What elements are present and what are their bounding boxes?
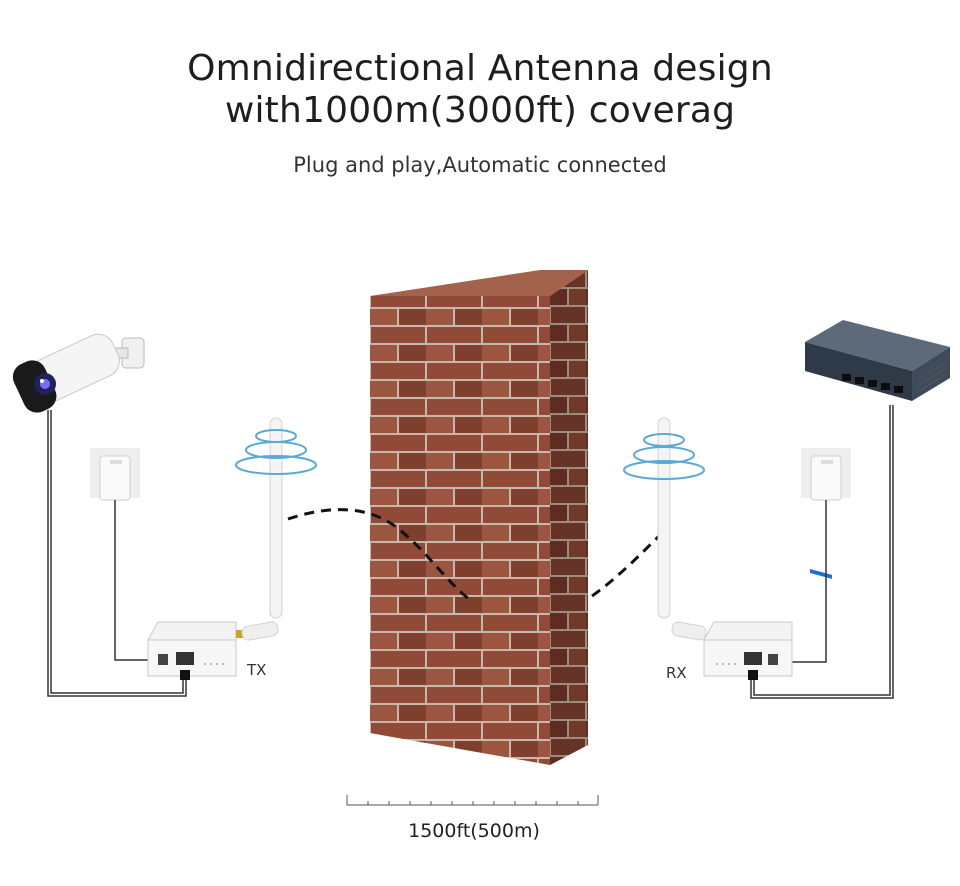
cables	[47, 405, 894, 699]
distance-label: 1500ft(500m)	[408, 820, 540, 842]
security-camera-icon	[12, 333, 145, 413]
headline-line-1: Omnidirectional Antenna design	[187, 48, 773, 89]
wireless-link-right	[591, 533, 662, 598]
antenna-icon	[241, 417, 283, 641]
network-switch-icon	[805, 320, 950, 579]
wireless-bridge-icon	[147, 621, 244, 680]
power-adapter-icon	[801, 448, 851, 501]
rx-label: RX	[666, 664, 687, 682]
wireless-link-left	[287, 508, 471, 602]
signal-waves-icon	[235, 429, 317, 475]
headline-line-2: with1000m(3000ft) coverag	[224, 90, 736, 131]
antenna-icon	[657, 417, 707, 641]
subheadline: Plug and play,Automatic connected	[293, 153, 667, 177]
distance-ruler	[346, 795, 599, 806]
wireless-bridge-icon	[697, 621, 793, 680]
signal-waves-icon	[623, 433, 705, 480]
power-adapter-icon	[90, 448, 140, 501]
brick-wall-icon	[370, 270, 588, 765]
tx-label: TX	[247, 661, 267, 679]
